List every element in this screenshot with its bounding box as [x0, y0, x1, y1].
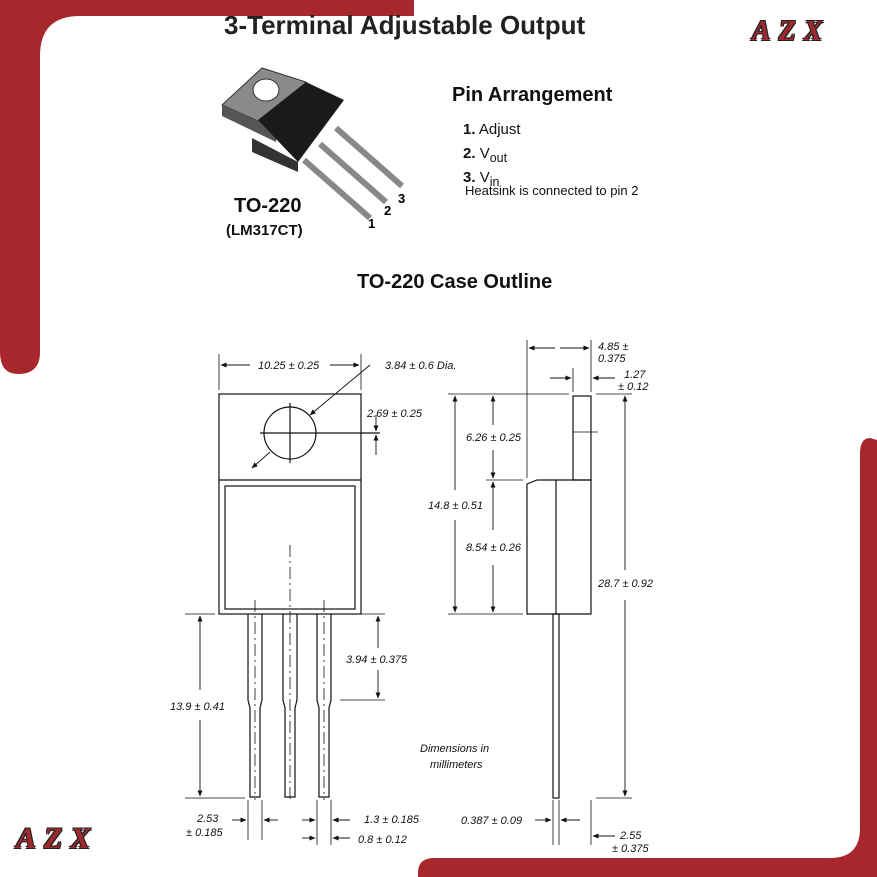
mounting-hole-icon [252, 78, 280, 102]
page-title: 3-Terminal Adjustable Output [224, 10, 586, 40]
pin-item: 1. Adjust [463, 121, 521, 138]
dim-lead-offset-tol: ± 0.375 [612, 843, 650, 855]
dim-body-thickness: 4.85 ± [598, 341, 629, 353]
dim-tab-thickness-tol: ± 0.12 [618, 381, 649, 393]
dim-overall-height: 28.7 ± 0.92 [597, 578, 653, 590]
brand-logo-top: AZX [752, 16, 831, 47]
case-outline-title: TO-220 Case Outline [357, 271, 553, 293]
dim-lead-pitch: 2.53 [196, 813, 219, 825]
pin-item: 2. Vout [463, 145, 508, 165]
units-note-line2: millimeters [430, 759, 483, 771]
frame-top-left [0, 0, 414, 374]
heatsink-note: Heatsink is connected to pin 2 [465, 183, 639, 198]
dim-lead-offset: 2.55 [619, 830, 642, 842]
pin-number-3: 3 [398, 191, 405, 206]
package-name: TO-220 [234, 195, 302, 217]
dim-lead-length: 13.9 ± 0.41 [170, 701, 225, 713]
pin-number-2: 2 [384, 203, 391, 218]
dim-body-thickness-tol: 0.375 [598, 353, 626, 365]
lead-3 [316, 614, 332, 798]
case-side-tab [572, 395, 592, 481]
units-note-line1: Dimensions in [420, 743, 489, 755]
dim-lead-pitch-tol: ± 0.185 [186, 827, 224, 839]
dim-width: 10.25 ± 0.25 [258, 360, 320, 372]
lead-1 [247, 614, 263, 798]
pin-item: 3. Vin [463, 169, 500, 189]
dim-body-height: 8.54 ± 0.26 [466, 542, 522, 554]
dim-hole-offset: 2.69 ± 0.25 [366, 408, 423, 420]
lead-side [552, 613, 560, 799]
dim-lead-thickness: 0.387 ± 0.09 [461, 815, 522, 827]
dim-lead-shoulder: 3.94 ± 0.375 [346, 654, 408, 666]
dim-package-height: 14.8 ± 0.51 [428, 500, 483, 512]
lead-2 [282, 614, 298, 798]
dim-hole-diameter: 3.84 ± 0.6 Dia. [385, 360, 456, 372]
pin-arrangement-title: Pin Arrangement [452, 84, 613, 106]
brand-logo-bottom: AZX [16, 822, 99, 855]
dim-tab-height: 6.26 ± 0.25 [466, 432, 522, 444]
pin-list: 1. Adjust 2. Vout 3. Vin [463, 120, 521, 192]
dim-tab-thickness: 1.27 [624, 369, 646, 381]
package-part: (LM317CT) [226, 222, 303, 239]
dim-lead-width: 1.3 ± 0.185 [364, 814, 420, 826]
package-illustration: 1 2 3 [221, 67, 405, 230]
pin-number-1: 1 [368, 216, 375, 230]
case-side-body [526, 479, 592, 615]
dim-lead-tip-width: 0.8 ± 0.12 [358, 834, 407, 846]
